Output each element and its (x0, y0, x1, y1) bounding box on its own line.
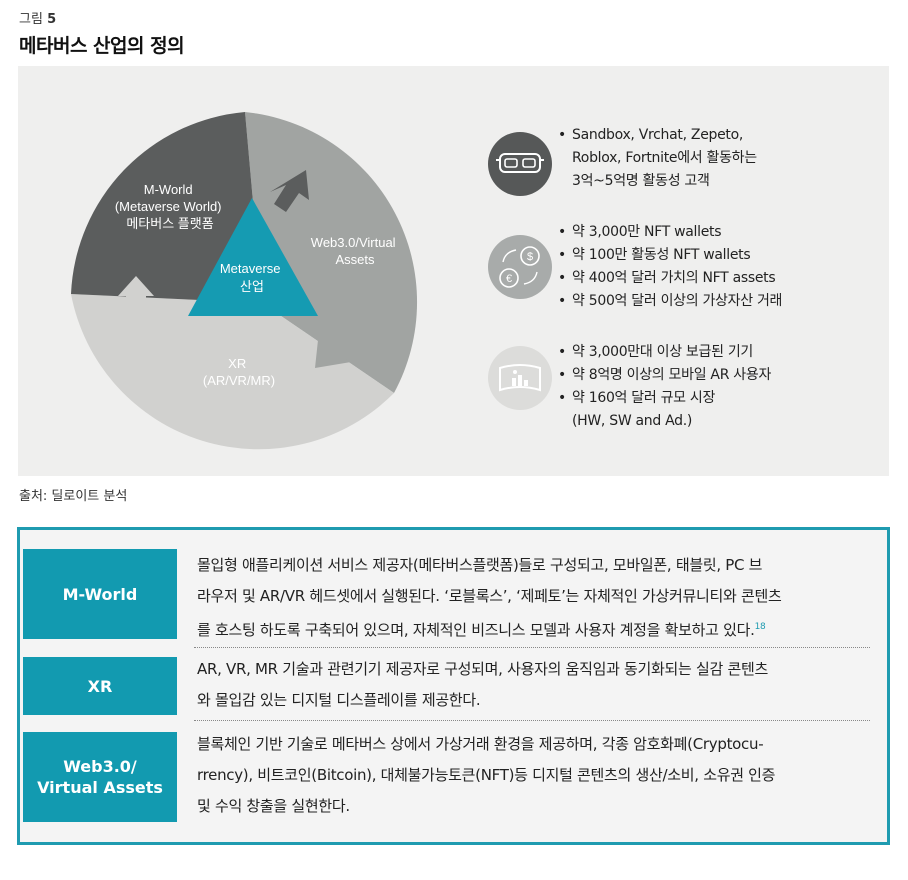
definition-line: 블록체인 기반 기술로 메타버스 상에서 가상거래 환경을 제공하며, 각종 암… (197, 735, 764, 753)
list-item: 약 500억 달러 이상의 가상자산 거래 (558, 290, 782, 313)
diagram-panel: M-World (Metaverse World) 메타버스 플랫폼 Web3.… (18, 66, 889, 476)
definition-line: 를 호스팅 하도록 구축되어 있으며, 자체적인 비즈니스 모델과 사용자 계정… (197, 621, 766, 639)
bullet-group-2: 약 3,000만 NFT wallets 약 100만 활동성 NFT wall… (558, 221, 782, 313)
web3-label: Web3.0/Virtual Assets (311, 235, 399, 267)
metaverse-center-triangle (188, 198, 318, 316)
definitions-box: M-World 몰입형 애플리케이션 서비스 제공자(메타버스플랫폼)들로 구성… (17, 527, 890, 845)
definition-row-web3: Web3.0/ Virtual Assets 블록체인 기반 기술로 메타버스 … (23, 732, 880, 822)
definition-tag-line: Virtual Assets (37, 778, 163, 797)
definition-tag-line: Web3.0/ (63, 757, 137, 776)
footnote-marker: 18 (754, 622, 766, 632)
list-item: 약 8억명 이상의 모바일 AR 사용자 (558, 364, 771, 387)
definition-tag: Web3.0/ Virtual Assets (23, 732, 177, 822)
definition-line: 라우저 및 AR/VR 헤드셋에서 실행된다. ‘로블록스’, ‘제페토’는 자… (197, 587, 782, 605)
vr-headset-icon (488, 132, 552, 196)
currency-exchange-icon: $ € (488, 235, 552, 299)
list-item: 약 3,000만대 이상 보급된 기기 (558, 341, 771, 364)
definition-line: rrency), 비트코인(Bitcoin), 대체불가능토큰(NFT)등 디지… (197, 766, 776, 784)
row-separator (194, 647, 870, 648)
definition-row-xr: XR AR, VR, MR 기술과 관련기기 제공자로 구성되며, 사용자의 움… (23, 657, 880, 715)
source-note: 출처: 딜로이트 분석 (19, 489, 128, 504)
list-item: 약 3,000만 NFT wallets (558, 221, 782, 244)
mworld-sector (71, 112, 262, 303)
list-item: 약 400억 달러 가치의 NFT assets (558, 267, 782, 290)
definition-row-mworld: M-World 몰입형 애플리케이션 서비스 제공자(메타버스플랫폼)들로 구성… (23, 549, 880, 639)
list-item-continuation: (HW, SW and Ad.) (572, 413, 693, 429)
list-item-continuation: Roblox, Fortnite에서 활동하는 (572, 150, 757, 166)
bullet-group-3: 약 3,000만대 이상 보급된 기기 약 8억명 이상의 모바일 AR 사용자… (558, 341, 771, 433)
list-item-continuation: 3억~5억명 활동성 고객 (572, 173, 710, 189)
up-arrow-icon (118, 276, 154, 318)
definition-line: 와 몰입감 있는 디지털 디스플레이를 제공한다. (197, 691, 481, 709)
center-label: Metaverse 산업 (220, 261, 284, 294)
row-separator (194, 720, 870, 721)
definition-line: AR, VR, MR 기술과 관련기기 제공자로 구성되며, 사용자의 움직임과… (197, 660, 768, 678)
list-item: 약 100만 활동성 NFT wallets (558, 244, 782, 267)
definition-tag: M-World (23, 549, 177, 639)
svg-text:€: € (506, 273, 512, 285)
list-item: 약 160억 달러 규모 시장 (558, 387, 771, 410)
ar-display-icon (488, 346, 552, 410)
right-arrow-icon (270, 170, 309, 212)
list-item: Sandbox, Vrchat, Zepeto, (558, 124, 757, 147)
definition-line: 및 수익 창출을 실현한다. (197, 797, 350, 815)
figure-title: 메타버스 산업의 정의 (19, 35, 185, 57)
xr-sector (71, 294, 394, 450)
figure-label: 그림 5 (19, 12, 57, 27)
metaverse-pie-diagram: M-World (Metaverse World) 메타버스 플랫폼 Web3.… (71, 112, 552, 450)
definition-text: 몰입형 애플리케이션 서비스 제공자(메타버스플랫폼)들로 구성되고, 모바일폰… (197, 550, 872, 646)
xr-label: XR (AR/VR/MR) (203, 356, 275, 388)
definition-text: AR, VR, MR 기술과 관련기기 제공자로 구성되며, 사용자의 움직임과… (197, 654, 872, 716)
definition-tag: XR (23, 657, 177, 715)
bullet-group-1: Sandbox, Vrchat, Zepeto, Roblox, Fortnit… (558, 124, 757, 193)
definition-text: 블록체인 기반 기술로 메타버스 상에서 가상거래 환경을 제공하며, 각종 암… (197, 729, 872, 822)
svg-text:$: $ (527, 251, 533, 263)
mworld-label: M-World (Metaverse World) 메타버스 플랫폼 (115, 182, 225, 231)
definition-line: 몰입형 애플리케이션 서비스 제공자(메타버스플랫폼)들로 구성되고, 모바일폰… (197, 556, 763, 574)
down-left-arrow-icon (315, 332, 352, 368)
